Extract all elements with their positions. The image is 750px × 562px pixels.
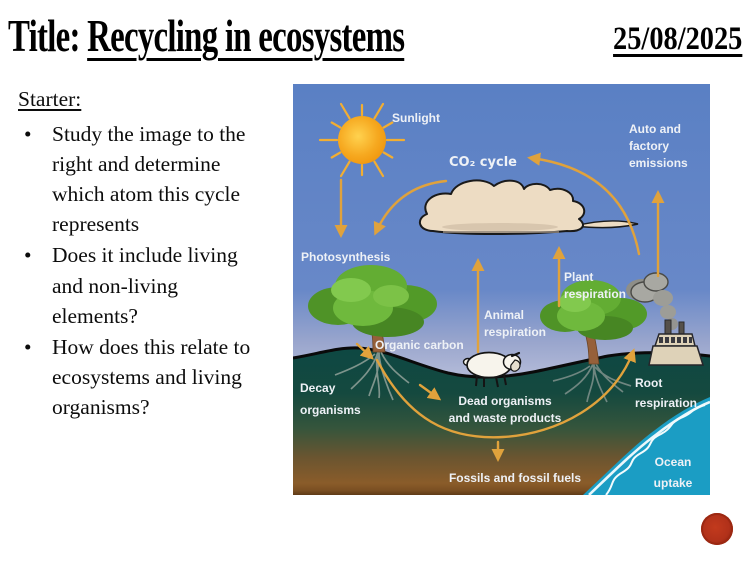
starter-block: Starter: Study the image to the right an…: [18, 84, 266, 423]
ground: [293, 347, 710, 495]
arrow-soil-arc: [375, 348, 636, 439]
label-animal-respiration: Animal: [484, 308, 524, 322]
starter-bullet: Does it include living and non-living el…: [18, 240, 266, 330]
label-auto-emissions: Auto and: [629, 122, 681, 136]
arrow-to-dead-organisms: [418, 383, 442, 401]
label-ocean-uptake: Ocean: [655, 455, 692, 469]
label-ocean-uptake: uptake: [654, 476, 693, 490]
starter-list: Study the image to the right and determi…: [18, 119, 266, 422]
starter-heading: Starter:: [18, 87, 82, 111]
label-plant-respiration: Plant: [564, 270, 593, 284]
title-prefix: Title:: [8, 11, 88, 61]
label-organic-carbon: Organic carbon: [375, 338, 464, 352]
starter-bullet: How does this relate to ecosystems and l…: [18, 332, 266, 422]
date: 25/08/2025: [612, 21, 742, 57]
sun-disc: [338, 116, 386, 164]
tree-icon-right: [540, 280, 647, 365]
arrow-co2-to-photosynthesis: [373, 179, 448, 236]
cycle-arrows: [334, 152, 665, 462]
label-root-respiration: respiration: [635, 396, 697, 410]
tree-icon-left: [308, 265, 437, 353]
label-animal-respiration: respiration: [484, 325, 546, 339]
ocean: [583, 397, 710, 495]
label-root-respiration: Root: [635, 376, 662, 390]
label-fossils: Fossils and fossil fuels: [449, 471, 581, 485]
starter-bullet: Study the image to the right and determi…: [18, 119, 266, 239]
carbon-cycle-diagram: Sunlight CO₂ cycle Auto and factory emis…: [293, 84, 710, 495]
label-auto-emissions: emissions: [629, 156, 688, 170]
factory-icon: [648, 319, 705, 366]
label-decay-organisms: organisms: [300, 403, 361, 417]
cloud-icon: [418, 179, 639, 235]
sheep-icon: [462, 351, 522, 388]
label-decay-organisms: Decay: [300, 381, 336, 395]
tree-roots-left: [334, 351, 410, 401]
title-text: Recycling in ecosystems: [87, 11, 405, 61]
label-auto-emissions: factory: [629, 139, 669, 153]
arrow-emissions-to-co2: [527, 152, 641, 256]
page-title: Title: Recycling in ecosystems: [8, 10, 405, 62]
label-co2-cycle: CO₂ cycle: [449, 155, 517, 170]
label-plant-respiration: respiration: [564, 287, 626, 301]
label-dead-organisms: and waste products: [449, 411, 562, 425]
label-photosynthesis: Photosynthesis: [301, 250, 391, 264]
slide-marker-dot: [701, 513, 733, 545]
sun-icon: [318, 102, 406, 178]
label-dead-organisms: Dead organisms: [458, 394, 552, 408]
tree-roots-right: [552, 363, 632, 403]
label-sunlight: Sunlight: [392, 111, 440, 125]
factory-smoke: [626, 272, 678, 330]
arrow-tree-to-soil: [355, 342, 374, 360]
